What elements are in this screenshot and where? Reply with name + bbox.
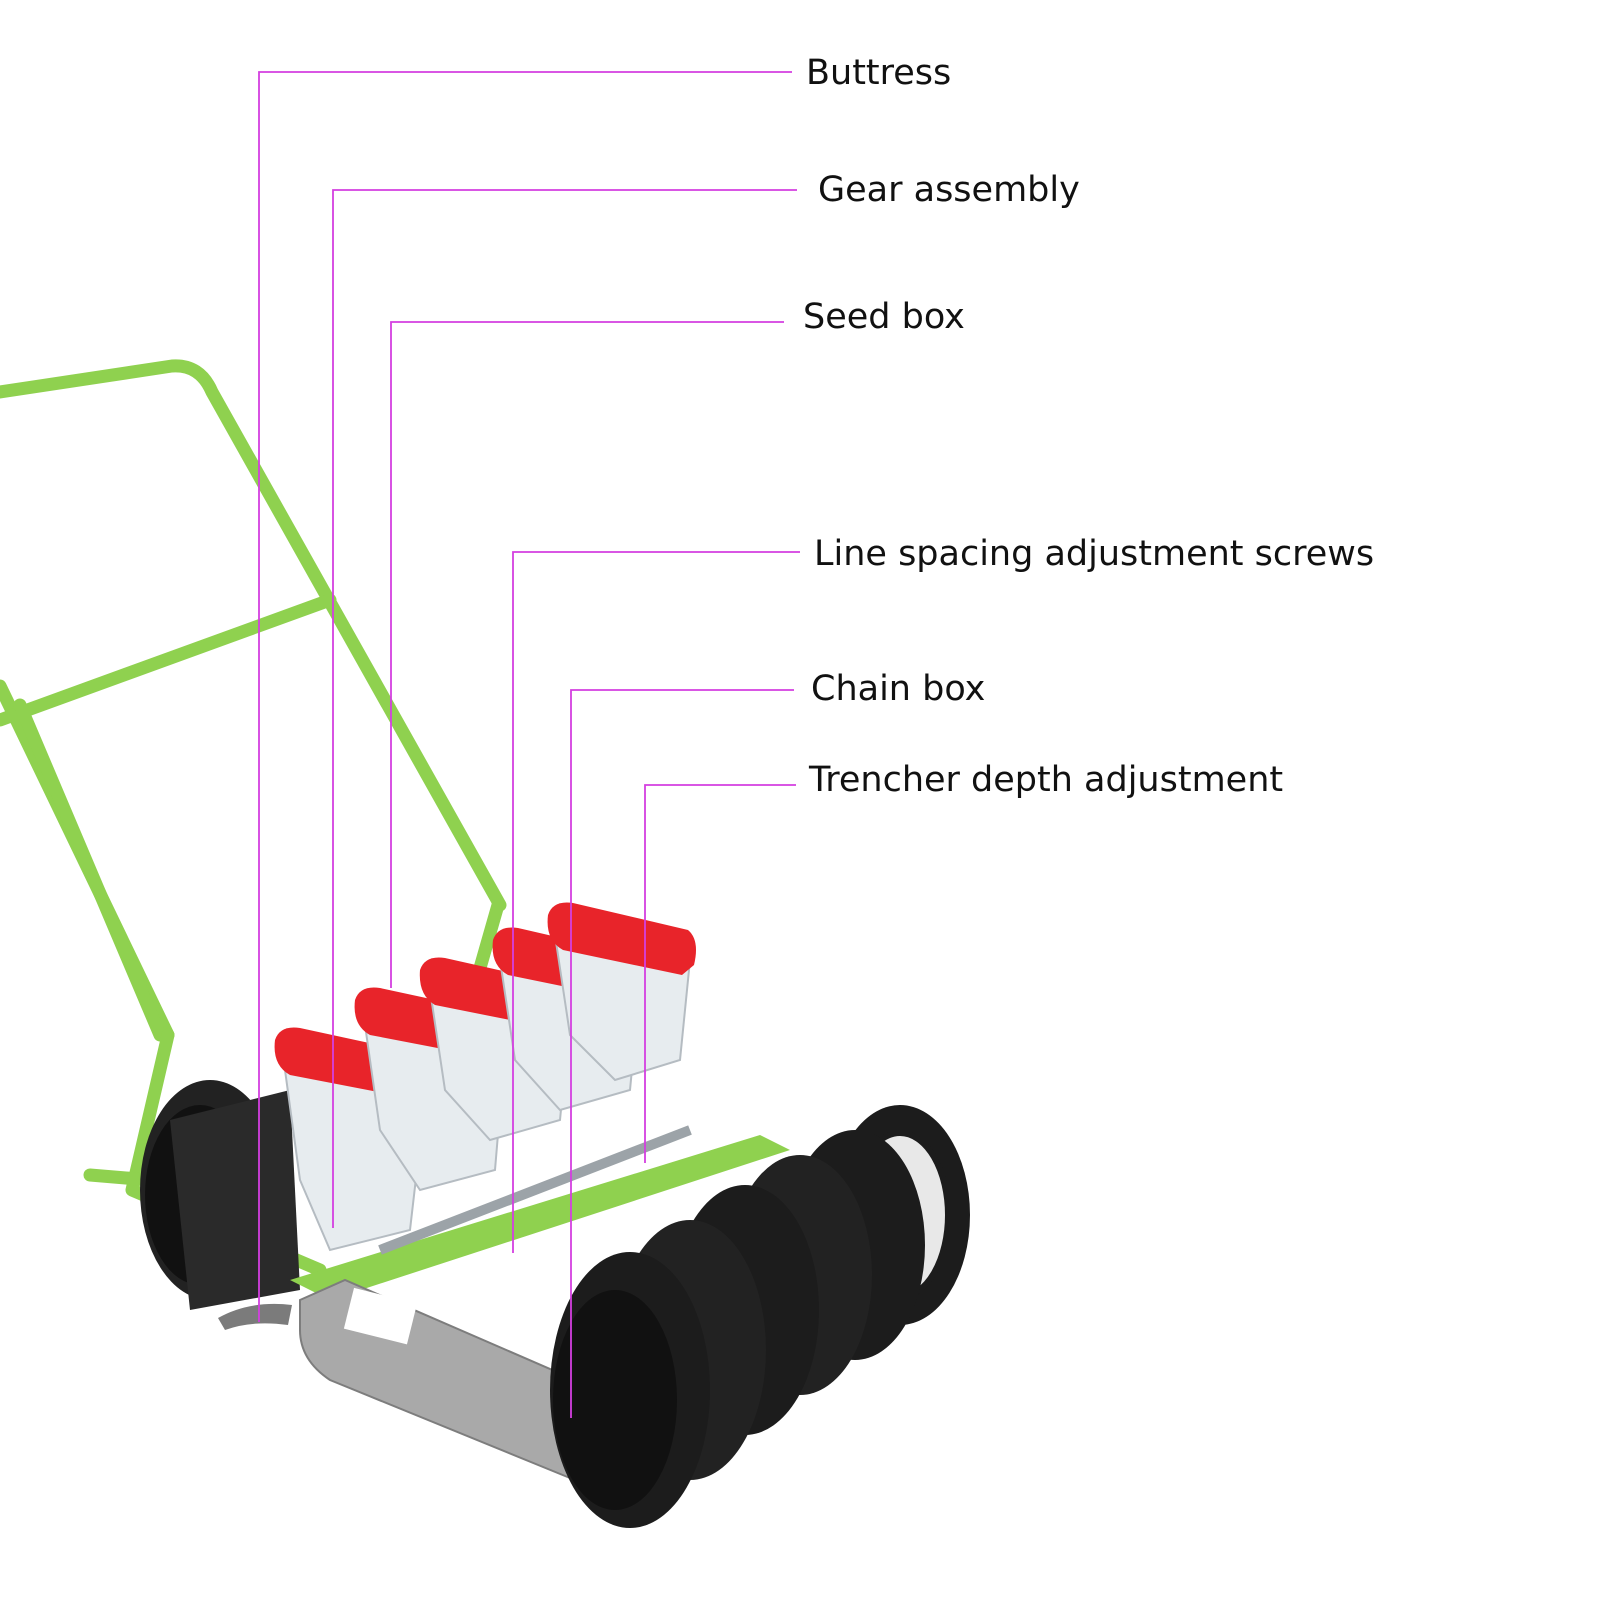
leader-line-seed-box bbox=[390, 321, 784, 988]
leader-line-chain-box bbox=[570, 689, 794, 1418]
front-wheels bbox=[550, 1105, 970, 1528]
label-chain-box: Chain box bbox=[811, 669, 986, 709]
handle-frame bbox=[0, 359, 507, 1277]
leader-lines bbox=[258, 71, 800, 1418]
label-gear-assembly: Gear assembly bbox=[818, 170, 1080, 210]
trencher-shoe bbox=[218, 1303, 292, 1330]
leader-line-buttress bbox=[258, 71, 792, 1322]
seed-units bbox=[274, 902, 696, 1252]
leader-line-trencher-depth bbox=[644, 784, 796, 1163]
label-seed-box: Seed box bbox=[803, 297, 965, 337]
label-line-spacing-screws: Line spacing adjustment screws bbox=[814, 534, 1375, 574]
leader-line-gear-assembly bbox=[332, 189, 797, 1228]
label-buttress: Buttress bbox=[806, 53, 952, 93]
base-bar bbox=[290, 1135, 790, 1300]
label-trencher-depth: Trencher depth adjustment bbox=[809, 760, 1284, 800]
leader-line-line-spacing-screws bbox=[512, 551, 800, 1253]
adjustment-shaft bbox=[378, 1125, 692, 1255]
rear-roller bbox=[140, 1080, 300, 1310]
chain-box-sticker bbox=[343, 1287, 418, 1345]
